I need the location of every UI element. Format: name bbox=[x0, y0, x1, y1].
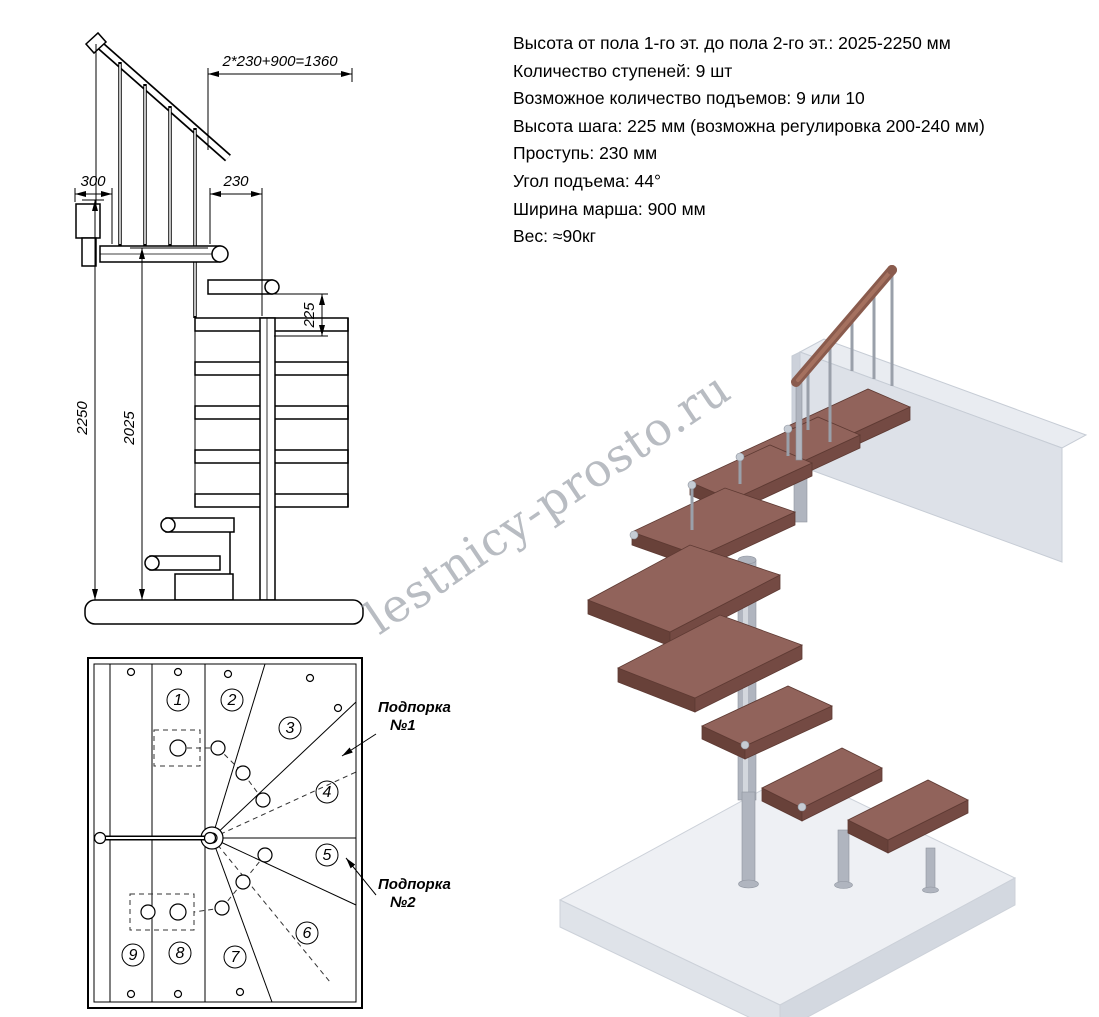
plan-step-number: 2 bbox=[227, 692, 237, 709]
spec-line-height-range: Высота от пола 1-го эт. до пола 2-го эт.… bbox=[513, 33, 951, 53]
support-post bbox=[741, 791, 756, 885]
elevation-handrail bbox=[84, 31, 231, 162]
wall-bracket bbox=[75, 203, 101, 267]
support2-label: Подпорка bbox=[378, 876, 451, 893]
plan-step-number: 4 bbox=[323, 784, 332, 801]
spec-line-step-count: Количество ступеней: 9 шт bbox=[513, 60, 733, 81]
plan-step-numbers: 1 2 3 4 5 6 7 8 9 bbox=[121, 688, 339, 969]
plan-inner-frame bbox=[93, 663, 357, 1003]
elevation-balusters bbox=[118, 62, 197, 318]
render-3d bbox=[558, 265, 1088, 1017]
specs-list: Высота от пола 1-го эт. до пола 2-го эт.… bbox=[513, 30, 1073, 251]
handrail-endcap bbox=[84, 31, 108, 55]
support2-number: №2 bbox=[390, 894, 416, 911]
support2-annotation: Подпорка №2 bbox=[345, 857, 451, 911]
support-post bbox=[925, 847, 936, 891]
plan-winder-lines bbox=[211, 663, 357, 1003]
plan-step-number: 8 bbox=[176, 945, 185, 962]
spec-line-weight: Вес: ≈90кг bbox=[513, 226, 596, 247]
plan-step-number: 1 bbox=[174, 692, 183, 709]
support1-annotation: Подпорка №1 bbox=[341, 699, 451, 757]
dimension-top-run: 2*230+900=1360 bbox=[207, 53, 353, 150]
plan-bolt-circles bbox=[126, 667, 343, 999]
plan-outer-frame bbox=[87, 657, 363, 1009]
plan-step-number: 7 bbox=[231, 949, 241, 966]
plan-step-number: 5 bbox=[323, 847, 332, 864]
lower-steps bbox=[144, 517, 235, 601]
tread-3 bbox=[701, 685, 833, 760]
tread-4 bbox=[617, 614, 804, 713]
dimension-2250: 2250 bbox=[74, 199, 104, 600]
handrail-end bbox=[887, 265, 897, 275]
spec-line-tread-depth: Проступь: 230 мм bbox=[513, 143, 658, 164]
tread-2 bbox=[761, 747, 883, 822]
spec-line-rise-count: Возможное количество подъемов: 9 или 10 bbox=[513, 88, 865, 109]
support1-number: №1 bbox=[390, 717, 416, 734]
newel-post bbox=[795, 381, 803, 461]
dimension-label-300: 300 bbox=[80, 173, 106, 190]
spec-line-angle: Угол подъема: 44° bbox=[513, 170, 662, 191]
dimension-label-run: 2*230+900=1360 bbox=[221, 53, 338, 70]
render-treads bbox=[587, 388, 969, 854]
dimension-230: 230 bbox=[209, 173, 263, 316]
dimension-label-225: 225 bbox=[301, 302, 318, 329]
dimension-300: 300 bbox=[74, 173, 113, 244]
render-connectors bbox=[629, 424, 807, 812]
plan-step-number: 9 bbox=[129, 947, 138, 964]
dimension-2025: 2025 bbox=[121, 247, 208, 600]
base-floor-slab bbox=[84, 599, 364, 625]
plan-dashed-construction bbox=[129, 729, 357, 983]
dimension-225: 225 bbox=[274, 293, 328, 337]
upper-step bbox=[207, 279, 280, 295]
spec-line-step-height: Высота шага: 225 мм (возможна регулировк… bbox=[513, 115, 985, 136]
dimension-label-2025: 2025 bbox=[121, 411, 138, 446]
central-column bbox=[259, 317, 276, 601]
support1-label: Подпорка bbox=[378, 699, 451, 716]
dimension-label-230: 230 bbox=[222, 173, 249, 190]
dimension-label-2250: 2250 bbox=[74, 401, 91, 436]
tread-1 bbox=[847, 779, 969, 854]
elevation-drawing: 2*230+900=1360 300 230 225 2250 bbox=[74, 31, 364, 625]
plan-step-number: 3 bbox=[286, 720, 295, 737]
support-post bbox=[837, 829, 850, 886]
render-railing bbox=[791, 265, 897, 461]
plan-step-number: 6 bbox=[303, 925, 312, 942]
plan-drawing: 1 2 3 4 5 6 7 8 9 Подпорка №1 Подпорка bbox=[87, 657, 451, 1009]
top-landing bbox=[99, 245, 229, 263]
spec-line-width: Ширина марша: 900 мм bbox=[513, 198, 706, 219]
plan-handrail bbox=[93, 831, 217, 845]
